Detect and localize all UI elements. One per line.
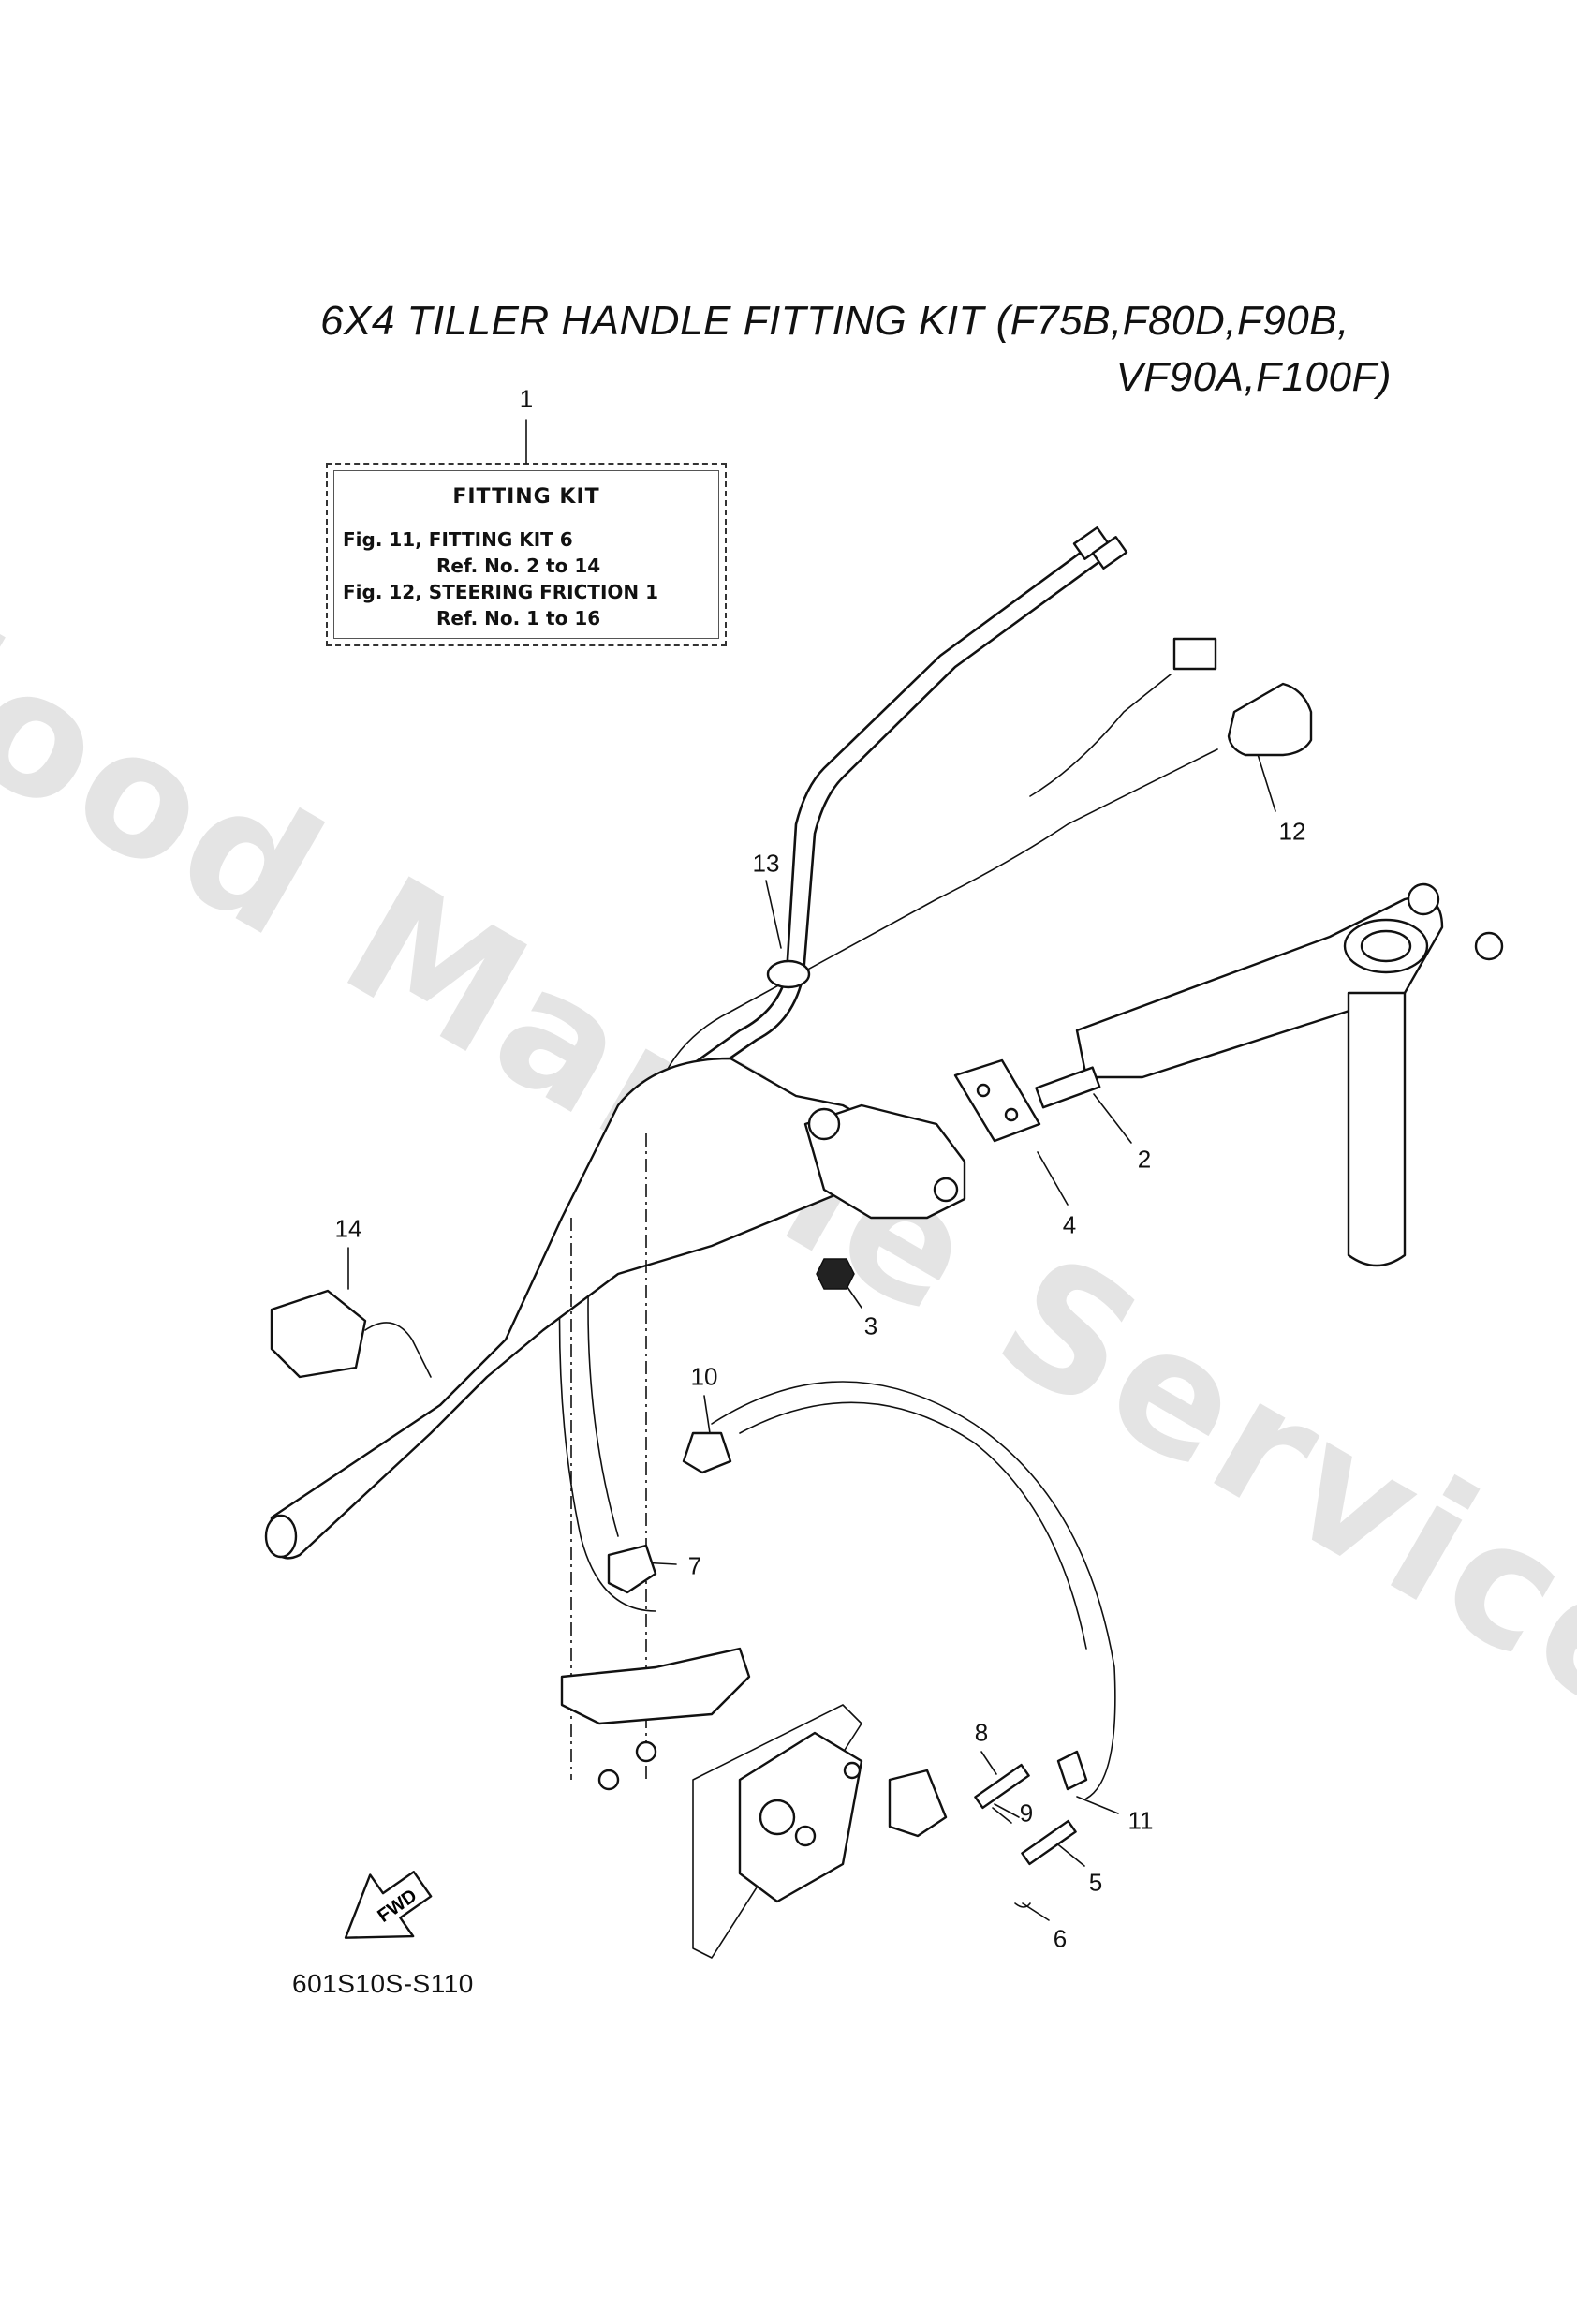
cable-end-8 xyxy=(974,1763,1030,1810)
leader-line-9 xyxy=(994,1803,1020,1818)
part-label-5: 5 xyxy=(1088,1868,1103,1897)
part-label-6: 6 xyxy=(1053,1924,1068,1953)
control-mechanism xyxy=(692,1704,948,1959)
cable-end-5 xyxy=(1021,1819,1077,1866)
leader-line-8 xyxy=(980,1751,997,1775)
pin-9 xyxy=(992,1807,1012,1824)
small-connector xyxy=(1172,637,1217,671)
leader-line-11 xyxy=(1076,1796,1119,1814)
nut-3 xyxy=(816,1258,855,1290)
part-label-11: 11 xyxy=(1127,1806,1154,1835)
screw xyxy=(597,1769,620,1791)
fitting-kit-line: Fig. 12, STEERING FRICTION 1 xyxy=(343,581,659,603)
spring-2 xyxy=(1035,1066,1101,1109)
fitting-kit-line: Ref. No. 1 to 16 xyxy=(436,607,601,629)
fitting-kit-box: FITTING KIT Fig. 11, FITTING KIT 6 Ref. … xyxy=(326,463,727,646)
part-label-12: 12 xyxy=(1278,817,1306,846)
screw xyxy=(635,1740,657,1763)
tiller-bracket xyxy=(803,1103,966,1220)
leader-line-12 xyxy=(1256,750,1276,812)
diagram-code: 601S10S-S110 xyxy=(292,1969,474,1998)
tiller-handle xyxy=(264,1057,966,1560)
connector-12 xyxy=(1227,682,1313,757)
part-label-2: 2 xyxy=(1137,1145,1152,1174)
part-label-8: 8 xyxy=(974,1718,989,1747)
leader-line-2 xyxy=(1093,1093,1132,1144)
diagram-title-line-1: 6X4 TILLER HANDLE FITTING KIT (F75B,F80D… xyxy=(320,298,1349,344)
diagram-title-line-2: VF90A,F100F) xyxy=(1115,354,1392,400)
part-label-10: 10 xyxy=(690,1362,718,1391)
part-label-7: 7 xyxy=(687,1551,702,1580)
cable-end-fitting xyxy=(1091,536,1128,570)
plate-4 xyxy=(953,1058,1041,1143)
leader-line-5 xyxy=(1054,1841,1085,1867)
part-label-13: 13 xyxy=(752,849,780,878)
fwd-arrow-icon: FWD xyxy=(344,1871,433,1939)
clamp-7 xyxy=(607,1544,657,1594)
mounting-plate xyxy=(560,1647,751,1725)
leader-line-13 xyxy=(765,880,782,949)
fitting-kit-line: Ref. No. 2 to 14 xyxy=(436,555,601,577)
wiring-harness xyxy=(655,637,1313,1097)
fitting-kit-line: Fig. 11, FITTING KIT 6 xyxy=(343,528,573,551)
leader-line-10 xyxy=(703,1395,711,1434)
part-label-3: 3 xyxy=(863,1311,878,1340)
part-label-14: 14 xyxy=(334,1214,362,1243)
part-label-1: 1 xyxy=(519,384,534,413)
fitting-kit-heading: FITTING KIT xyxy=(452,485,600,509)
steering-bracket xyxy=(1075,882,1504,1267)
throttle-shift-cables xyxy=(558,526,1128,1612)
leader-line-4 xyxy=(1037,1151,1069,1206)
part-label-4: 4 xyxy=(1062,1210,1077,1239)
clamp-10 xyxy=(682,1431,732,1474)
fitting-kit-box-border xyxy=(333,470,719,639)
loop-cable xyxy=(739,1401,1087,1650)
part-label-9: 9 xyxy=(1019,1799,1034,1828)
switch-14 xyxy=(270,1289,367,1379)
clip-11 xyxy=(1056,1750,1088,1791)
loop-cable xyxy=(711,1381,1116,1799)
cable-band-13 xyxy=(766,959,811,989)
clip-6 xyxy=(1014,1902,1031,1908)
